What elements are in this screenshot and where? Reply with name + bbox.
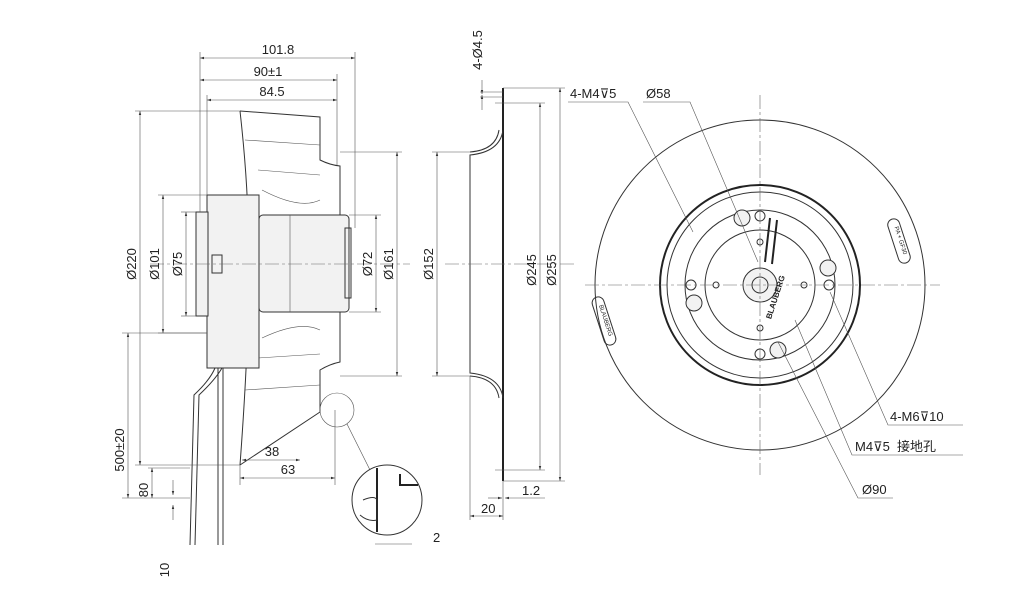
detail-view — [351, 464, 423, 536]
front-view: BLAUBERG PA + GF30 BLAUBERG 4-M4⊽5 Ø58 4… — [568, 86, 963, 499]
callout-ground-hole: M4⊽5 接地孔 — [855, 439, 936, 454]
dim-depth: 20 — [481, 501, 495, 516]
cables — [189, 367, 219, 546]
callout-rotor-threads: 4-M6⊽10 — [890, 409, 944, 424]
dim-length-tol: 90±1 — [254, 64, 283, 79]
rotor — [258, 214, 350, 313]
dim-impeller-length: 84.5 — [259, 84, 284, 99]
dim-overall-length: 101.8 — [262, 42, 295, 57]
inlet-ring-view: 4-Ø4.5 Ø152 Ø245 Ø255 1.2 20 — [421, 30, 575, 520]
dim-d101: Ø101 — [147, 248, 162, 280]
dim-impeller-depth: 63 — [281, 462, 295, 477]
mount-screws — [685, 209, 837, 360]
callout-d58: Ø58 — [646, 86, 671, 101]
dim-cable-length: 500±20 — [112, 428, 127, 471]
dim-holes: 4-Ø4.5 — [470, 30, 485, 70]
dim-thickness: 1.2 — [522, 483, 540, 498]
dim-blade-depth: 38 — [265, 444, 279, 459]
dim-wire-strip: 10 — [157, 563, 172, 577]
dim-d245: Ø245 — [524, 254, 539, 286]
callout-mount-threads: 4-M4⊽5 — [570, 86, 616, 101]
dim-d75: Ø75 — [170, 252, 185, 277]
dim-detail-gap: 2 — [433, 530, 440, 545]
side-view: 101.8 90±1 84.5 38 63 2 Ø220 Ø101 Ø75 Ø7… — [112, 42, 440, 577]
dim-strip-length: 80 — [136, 483, 151, 497]
callout-d90: Ø90 — [862, 482, 887, 497]
dim-d220: Ø220 — [124, 248, 139, 280]
dim-d161: Ø161 — [381, 248, 396, 280]
cable-exit — [764, 217, 778, 265]
motor-housing — [206, 194, 260, 369]
dim-d152: Ø152 — [421, 248, 436, 280]
dim-d72: Ø72 — [360, 252, 375, 277]
detail-marker — [319, 392, 355, 428]
dim-d255: Ø255 — [544, 254, 559, 286]
